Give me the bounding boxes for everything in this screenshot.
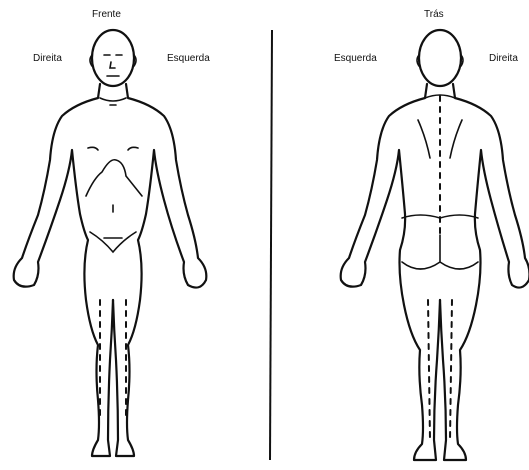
back-ears [417,55,463,66]
front-nipples [88,147,138,150]
front-body-left-outline [14,84,113,456]
back-body-right-outline [440,84,529,460]
front-body-figure [14,30,207,456]
back-body-figure [341,30,529,460]
back-head [419,30,461,86]
front-groin [90,232,136,252]
front-ribcage [86,160,142,196]
front-collar [100,98,126,105]
back-buttocks [402,235,478,269]
front-head [92,30,134,86]
front-face [104,55,122,76]
front-ears [90,55,136,66]
divider-line [270,30,272,460]
